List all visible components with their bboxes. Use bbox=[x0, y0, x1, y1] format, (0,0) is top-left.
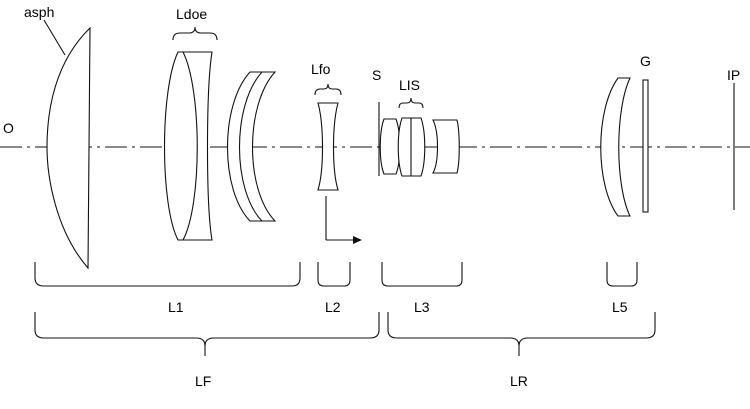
image-plane-label: IP bbox=[727, 67, 740, 83]
aspheric-lens bbox=[46, 26, 91, 270]
l5-bracket bbox=[606, 262, 638, 287]
doe-doublet-lens bbox=[164, 51, 213, 241]
glass-label: G bbox=[640, 53, 651, 69]
stop-label: S bbox=[372, 67, 381, 83]
is-brace bbox=[398, 97, 424, 109]
focus-label: Lfo bbox=[311, 61, 331, 77]
focus-lens bbox=[317, 102, 339, 191]
doe-brace bbox=[172, 26, 218, 41]
lf-bracket bbox=[34, 312, 380, 356]
meniscus-doublet-lens bbox=[226, 71, 277, 222]
meniscus-cement-surface bbox=[238, 71, 263, 222]
lf-label: LF bbox=[195, 373, 211, 389]
doe-cement-surface bbox=[182, 51, 198, 241]
glass-plate bbox=[642, 79, 649, 213]
focus-arrow-head bbox=[353, 236, 362, 244]
l2-label: L2 bbox=[325, 299, 341, 315]
l3-bracket bbox=[381, 262, 463, 287]
aspheric-label: asph bbox=[24, 4, 54, 20]
l5-lens bbox=[600, 77, 631, 217]
l1-bracket bbox=[34, 262, 301, 287]
is-label: LIS bbox=[399, 77, 420, 93]
aspheric-leader-line bbox=[43, 19, 66, 56]
l3-label: L3 bbox=[414, 299, 430, 315]
doe-label: Ldoe bbox=[176, 6, 207, 22]
lr-bracket bbox=[387, 312, 656, 356]
l5-label: L5 bbox=[612, 299, 628, 315]
l2-bracket bbox=[317, 262, 351, 287]
object-label: O bbox=[3, 120, 14, 136]
l3-first-lens bbox=[379, 118, 401, 175]
l3-last-lens bbox=[432, 119, 460, 174]
l1-label: L1 bbox=[168, 299, 184, 315]
focus-brace bbox=[314, 83, 342, 96]
lr-label: LR bbox=[510, 373, 528, 389]
